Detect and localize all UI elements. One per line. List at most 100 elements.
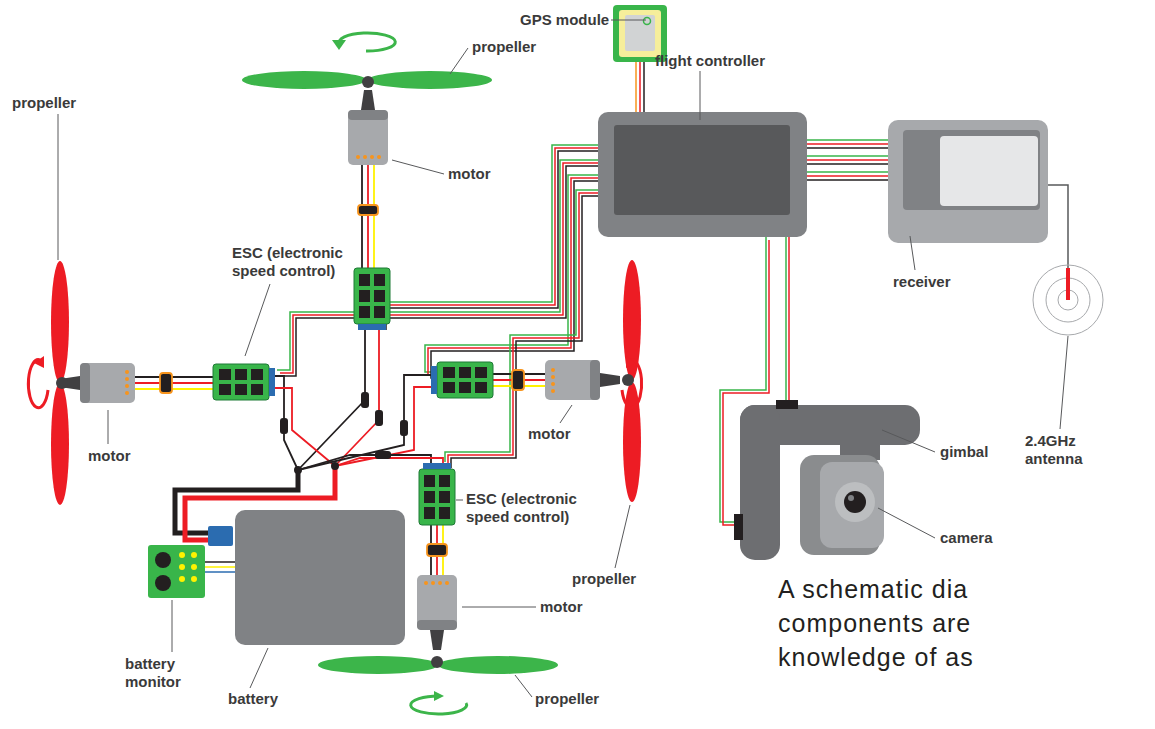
motor-wires-part — [373, 165, 375, 268]
battery-monitor-part — [205, 561, 235, 563]
propeller-blades-part — [431, 656, 443, 668]
battery-monitor — [148, 545, 235, 598]
propeller-blades-part — [362, 76, 374, 88]
signal-wires-part — [807, 139, 888, 141]
part-label: 2.4GHz antenna — [1025, 432, 1100, 468]
battery-monitor-part — [148, 545, 205, 598]
rotation-arrows-part — [626, 356, 636, 368]
power-wires-part — [361, 392, 369, 408]
battery-monitor-part — [191, 564, 197, 570]
receiver-part — [903, 130, 1040, 210]
part-label: propeller — [572, 570, 636, 588]
motor-wires-part — [135, 376, 213, 378]
signal-wires-part — [807, 175, 888, 177]
power-wires-part — [400, 420, 408, 436]
propeller-blades — [51, 71, 641, 674]
signal-wires-part — [425, 175, 598, 372]
power-wires-part — [298, 330, 365, 470]
part-label: battery — [228, 690, 278, 708]
antenna-part — [1033, 265, 1103, 335]
leader-lines-part — [250, 648, 268, 688]
motor-body — [348, 90, 388, 165]
part-label: ESC (electronic speed control) — [232, 244, 367, 280]
power-wires-part — [275, 376, 298, 470]
signal-wires-part — [448, 193, 601, 465]
leader-lines-part — [878, 508, 935, 538]
part-label: motor — [88, 447, 131, 465]
part-label: motor — [448, 165, 491, 183]
leader-lines-part — [910, 236, 915, 270]
receiver-part — [888, 120, 1048, 243]
gimbal-part — [734, 514, 743, 540]
caption-text: knowledge of as — [778, 642, 974, 672]
camera-part — [835, 482, 875, 522]
battery-monitor-part — [179, 552, 185, 558]
motor-wires-part — [160, 373, 172, 393]
motor-body — [417, 575, 457, 650]
signal-wires-part — [431, 181, 604, 378]
antenna-part — [1048, 185, 1068, 272]
antenna-part — [1066, 268, 1070, 300]
part-label: motor — [540, 598, 583, 616]
battery-part — [235, 510, 405, 645]
battery-monitor-part — [155, 575, 171, 591]
signal-wires-part — [428, 178, 601, 375]
leader-lines-part — [450, 48, 468, 74]
power-wires-part — [298, 375, 431, 470]
battery-leads-part — [294, 466, 302, 474]
rotation-arrows-part — [339, 33, 395, 51]
leader-lines-part — [245, 284, 270, 356]
motor-wires-part — [367, 165, 369, 268]
battery-monitor-part — [205, 566, 235, 568]
signal-wires-part — [807, 163, 888, 165]
signal-wires-part — [788, 237, 790, 402]
motor-body — [545, 360, 620, 400]
signal-wires-part — [807, 155, 888, 157]
motor-wires-part — [361, 165, 363, 268]
power-wires-part — [375, 410, 383, 426]
leader-lines-part — [515, 675, 532, 697]
gps-module-part — [644, 18, 651, 25]
receiver-part — [940, 136, 1038, 206]
leader-lines-part — [108, 410, 109, 444]
signal-wires-part — [445, 190, 598, 462]
propeller-blades-part — [51, 383, 69, 505]
propeller-blades-part — [622, 374, 634, 386]
leader-lines-part — [456, 500, 463, 501]
rotation-arrows-part — [622, 360, 642, 408]
part-label: motor — [528, 425, 571, 443]
rotation-arrows — [28, 33, 641, 714]
part-label: camera — [940, 529, 993, 547]
caption-text: A schematic dia — [778, 574, 968, 604]
esc-board — [419, 463, 455, 525]
power-wires-part — [335, 330, 379, 466]
battery-part — [208, 526, 233, 546]
part-label: propeller — [12, 94, 76, 112]
receiver — [888, 120, 1048, 243]
leader-lines-part — [611, 20, 646, 21]
flight-controller-part — [598, 112, 807, 237]
propeller-blades-part — [368, 71, 492, 89]
leader-lines-part — [462, 607, 536, 608]
leader-lines — [58, 20, 1068, 697]
battery-monitor-part — [155, 552, 171, 568]
esc-board — [431, 362, 493, 398]
camera-part — [848, 495, 854, 501]
esc-board — [213, 364, 275, 400]
motor-body — [60, 363, 135, 403]
battery-monitor-part — [205, 571, 235, 573]
battery-monitor-part — [191, 576, 197, 582]
flight-controller-part — [614, 125, 790, 215]
signal-wires-part — [643, 62, 645, 112]
rotation-arrows-part — [411, 696, 467, 714]
signal-wires-part — [807, 159, 888, 161]
signal-wires-part — [451, 196, 604, 468]
part-label: propeller — [472, 38, 536, 56]
signal-wires-part — [639, 62, 641, 112]
battery-leads-part — [331, 462, 339, 470]
signal-wires-part — [807, 147, 888, 149]
part-label: GPS module — [520, 11, 609, 29]
rotation-arrows-part — [28, 360, 48, 408]
part-label: flight controller — [655, 52, 765, 70]
